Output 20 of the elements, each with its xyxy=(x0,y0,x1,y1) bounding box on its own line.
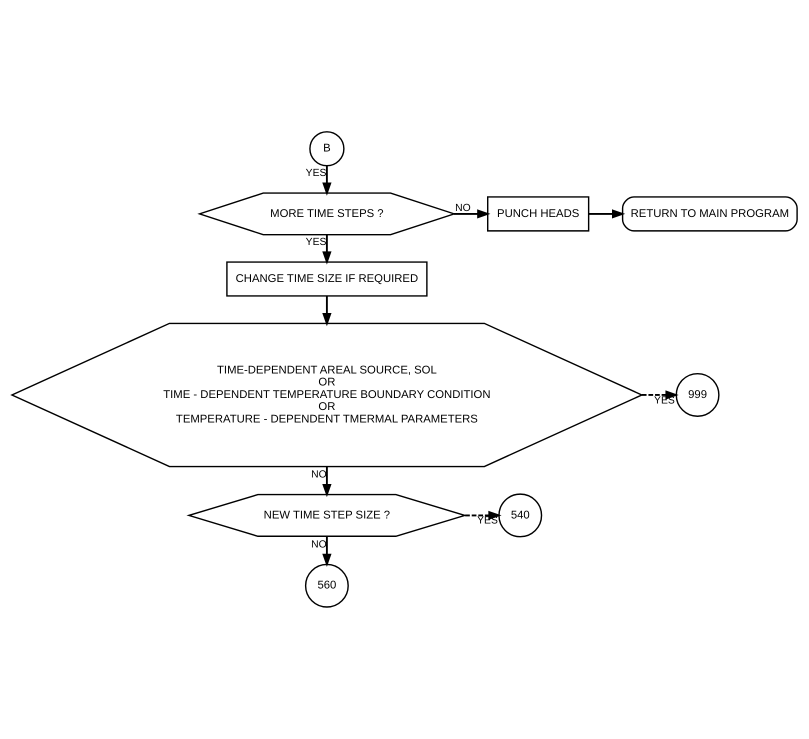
node-circle: 999 xyxy=(676,372,720,417)
arrow xyxy=(322,466,332,498)
edge-label: NO xyxy=(311,470,327,481)
arrow xyxy=(322,296,332,326)
node-box: PUNCH HEADS xyxy=(487,196,590,232)
arrow xyxy=(588,209,626,218)
node-circle: 560 xyxy=(304,564,349,608)
arrow xyxy=(322,234,332,265)
node-circle: B xyxy=(309,131,345,166)
edge-label: YES xyxy=(306,168,326,180)
arrow xyxy=(642,390,679,400)
node-circle: 540 xyxy=(498,493,542,538)
edge-label: NO xyxy=(311,539,327,550)
edge-label: NO xyxy=(455,202,471,214)
node-box: RETURN TO MAIN PROGRAM xyxy=(622,196,798,232)
arrow xyxy=(322,166,332,196)
node-box: CHANGE TIME SIZE IF REQUIRED xyxy=(226,261,428,297)
arrow xyxy=(322,536,332,567)
edge-label: YES xyxy=(306,237,326,248)
arrow xyxy=(454,209,490,218)
